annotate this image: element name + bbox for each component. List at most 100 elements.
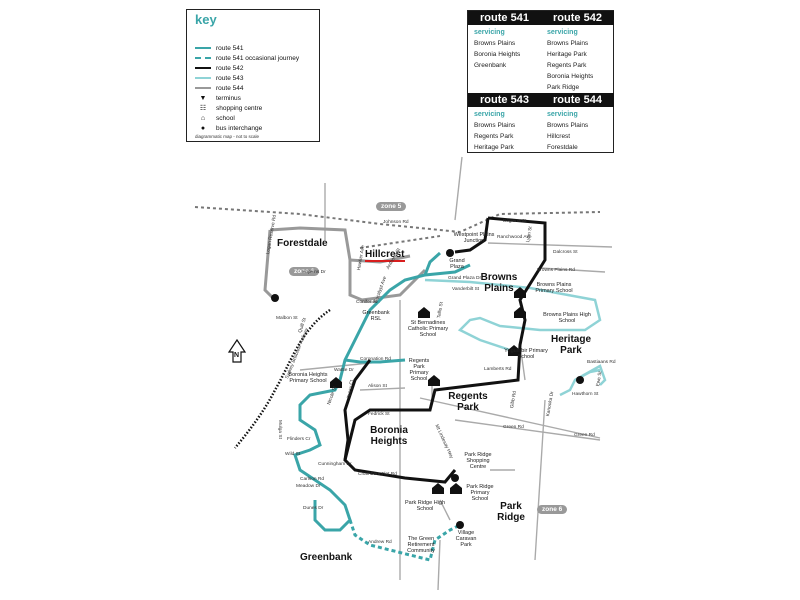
key-route-541-occasional: route 541 occasional journey — [195, 54, 299, 64]
street-wattle: Wattle Dr — [334, 368, 354, 373]
key-title: key — [195, 12, 217, 27]
terminus-markers — [271, 249, 584, 529]
place-park-ridge-sc: Park Ridge Shopping Centre — [464, 452, 492, 470]
route-544-cell: route 544 servicing Browns Plains Hillcr… — [541, 93, 614, 153]
key-route-541-label: route 541 — [216, 45, 244, 52]
route-543-cell: route 543 servicing Browns Plains Regent… — [468, 93, 541, 153]
suburb-regents-park: Regents Park — [448, 391, 488, 413]
street-hopkins: Hopkins Dr — [302, 270, 326, 275]
place-st-bernadines: St Bernadines Catholic Primary School — [407, 320, 449, 338]
street-flinders: Flinders Cr — [287, 437, 311, 442]
school-icon: ⌂ — [200, 115, 206, 122]
route-544-line-segment — [349, 254, 411, 264]
route-544-area: Hillcrest — [547, 133, 571, 140]
street-andrew: Andrew Rd — [368, 540, 392, 545]
suburb-browns-plains: Browns Plains — [480, 272, 518, 294]
street-mulga: Mulga St — [277, 420, 282, 439]
route-544-swatch — [195, 87, 211, 90]
route-543-area: Regents Park — [474, 133, 514, 140]
route-542-swatch — [195, 67, 211, 70]
route-543-area: Heritage Park — [474, 144, 514, 151]
key-route-541-occasional-label: route 541 occasional journey — [216, 55, 300, 62]
school-icon — [450, 483, 462, 494]
shopping-cart-icon: ☷ — [199, 105, 207, 112]
school-markers — [330, 287, 526, 494]
school-icon — [418, 307, 430, 318]
key-route-544-label: route 544 — [216, 85, 244, 92]
zone-6-badge: zone 6 — [537, 505, 568, 514]
route-542-header: route 542 — [541, 11, 614, 25]
school-icon — [514, 307, 526, 318]
route-541-header: route 541 — [468, 11, 541, 25]
key-terminus: ▼ terminus — [195, 94, 241, 104]
terminus-icon: ▼ — [199, 95, 207, 102]
school-icon — [508, 345, 520, 356]
street-green-east: Green Rd — [574, 433, 595, 438]
key-route-541: route 541 — [195, 44, 243, 54]
school-icon — [432, 483, 444, 494]
school-icon — [428, 375, 440, 386]
route-542-servicing: servicing — [547, 29, 578, 36]
place-park-ridge-hs: Park Ridge High School — [404, 500, 446, 512]
place-regents-park-ps: Regents Park Primary School — [408, 358, 430, 382]
key-route-542-label: route 542 — [216, 65, 244, 72]
route-541-servicing: servicing — [474, 29, 505, 36]
zone-boundary-segment — [359, 235, 441, 249]
place-green-retirement: The Green Retirement Community — [407, 536, 435, 554]
street-grand-plaza-dr: Grand Plaza Dr — [448, 276, 482, 281]
street-alison: Alison St — [368, 384, 387, 389]
route-541-area: Browns Plains — [474, 40, 516, 47]
street-bastiaans: Bastiaans Rd — [587, 360, 616, 365]
zone-5-badge: zone 5 — [376, 202, 407, 211]
route-541-occasional-swatch — [195, 57, 211, 60]
bus-interchange-icon — [446, 249, 454, 257]
route-542-line — [343, 216, 547, 484]
suburb-hillcrest: Hillcrest — [365, 249, 405, 260]
place-bp-primary: Browns Plains Primary School — [535, 282, 573, 294]
place-grand-plaza: Grand Plaza — [449, 258, 465, 270]
street-dunes: Dunes Dr — [303, 506, 324, 511]
street-meadow: Meadow Dr — [296, 484, 321, 489]
street-ranchwood: Ranchwood Ave — [497, 235, 532, 240]
route-543-terminus-loop — [574, 364, 607, 386]
place-westpoint: Westpoint Plains Junction — [453, 232, 495, 244]
route-541-area: Boronia Heights — [474, 51, 521, 58]
route-544-header: route 544 — [541, 93, 614, 107]
route-542-line-segment — [343, 359, 372, 461]
route-542-area: Park Ridge — [547, 84, 580, 91]
street-fedrick: Fedrick St — [368, 412, 390, 417]
street-green-west: Green Rd — [503, 425, 524, 430]
route-541-area: Greenbank — [474, 62, 507, 69]
place-greenbank-rsl: Greenbank RSL — [362, 310, 390, 322]
street-chambers-flat: Chambers Flat Rd — [358, 472, 397, 477]
key-school: ⌂ school — [195, 114, 235, 124]
key-terminus-label: terminus — [216, 95, 241, 102]
route-544-area: Forestdale — [547, 144, 578, 151]
route-543-swatch — [195, 77, 211, 80]
place-boronia-ps: Boronia Heights Primary School — [288, 372, 328, 384]
bus-interchange-icon: ● — [200, 125, 206, 132]
route-541-line — [293, 251, 442, 532]
route-544-servicing: servicing — [547, 111, 578, 118]
route-541-occasional-line — [348, 519, 461, 562]
north-arrow-icon — [227, 338, 247, 363]
key-route-542: route 542 — [195, 64, 243, 74]
suburb-heritage-park: Heritage Park — [550, 334, 591, 356]
key-bus-interchange: ●bus interchange — [195, 124, 262, 134]
street-conifer: Conifer St — [356, 300, 378, 305]
street-beglena: Beglena St — [503, 219, 527, 224]
terminus-icon — [456, 521, 464, 529]
route-542-line-segment — [454, 217, 490, 254]
street-lamberts: Lamberts Rd — [484, 367, 512, 372]
key-shopping-centre: ☷shopping centre — [195, 104, 262, 114]
street-hawthorn: Hawthorn St — [572, 392, 599, 397]
place-bp-high: Browns Plains High School — [543, 312, 591, 324]
key-school-label: school — [216, 115, 235, 122]
key-route-544: route 544 — [195, 84, 243, 94]
route-544-area: Browns Plains — [547, 122, 589, 129]
north-label: N — [234, 352, 240, 359]
suburb-forestdale: Forestdale — [277, 238, 328, 249]
route-542-area: Heritage Park — [547, 51, 587, 58]
route-541-line-segment — [424, 263, 471, 277]
